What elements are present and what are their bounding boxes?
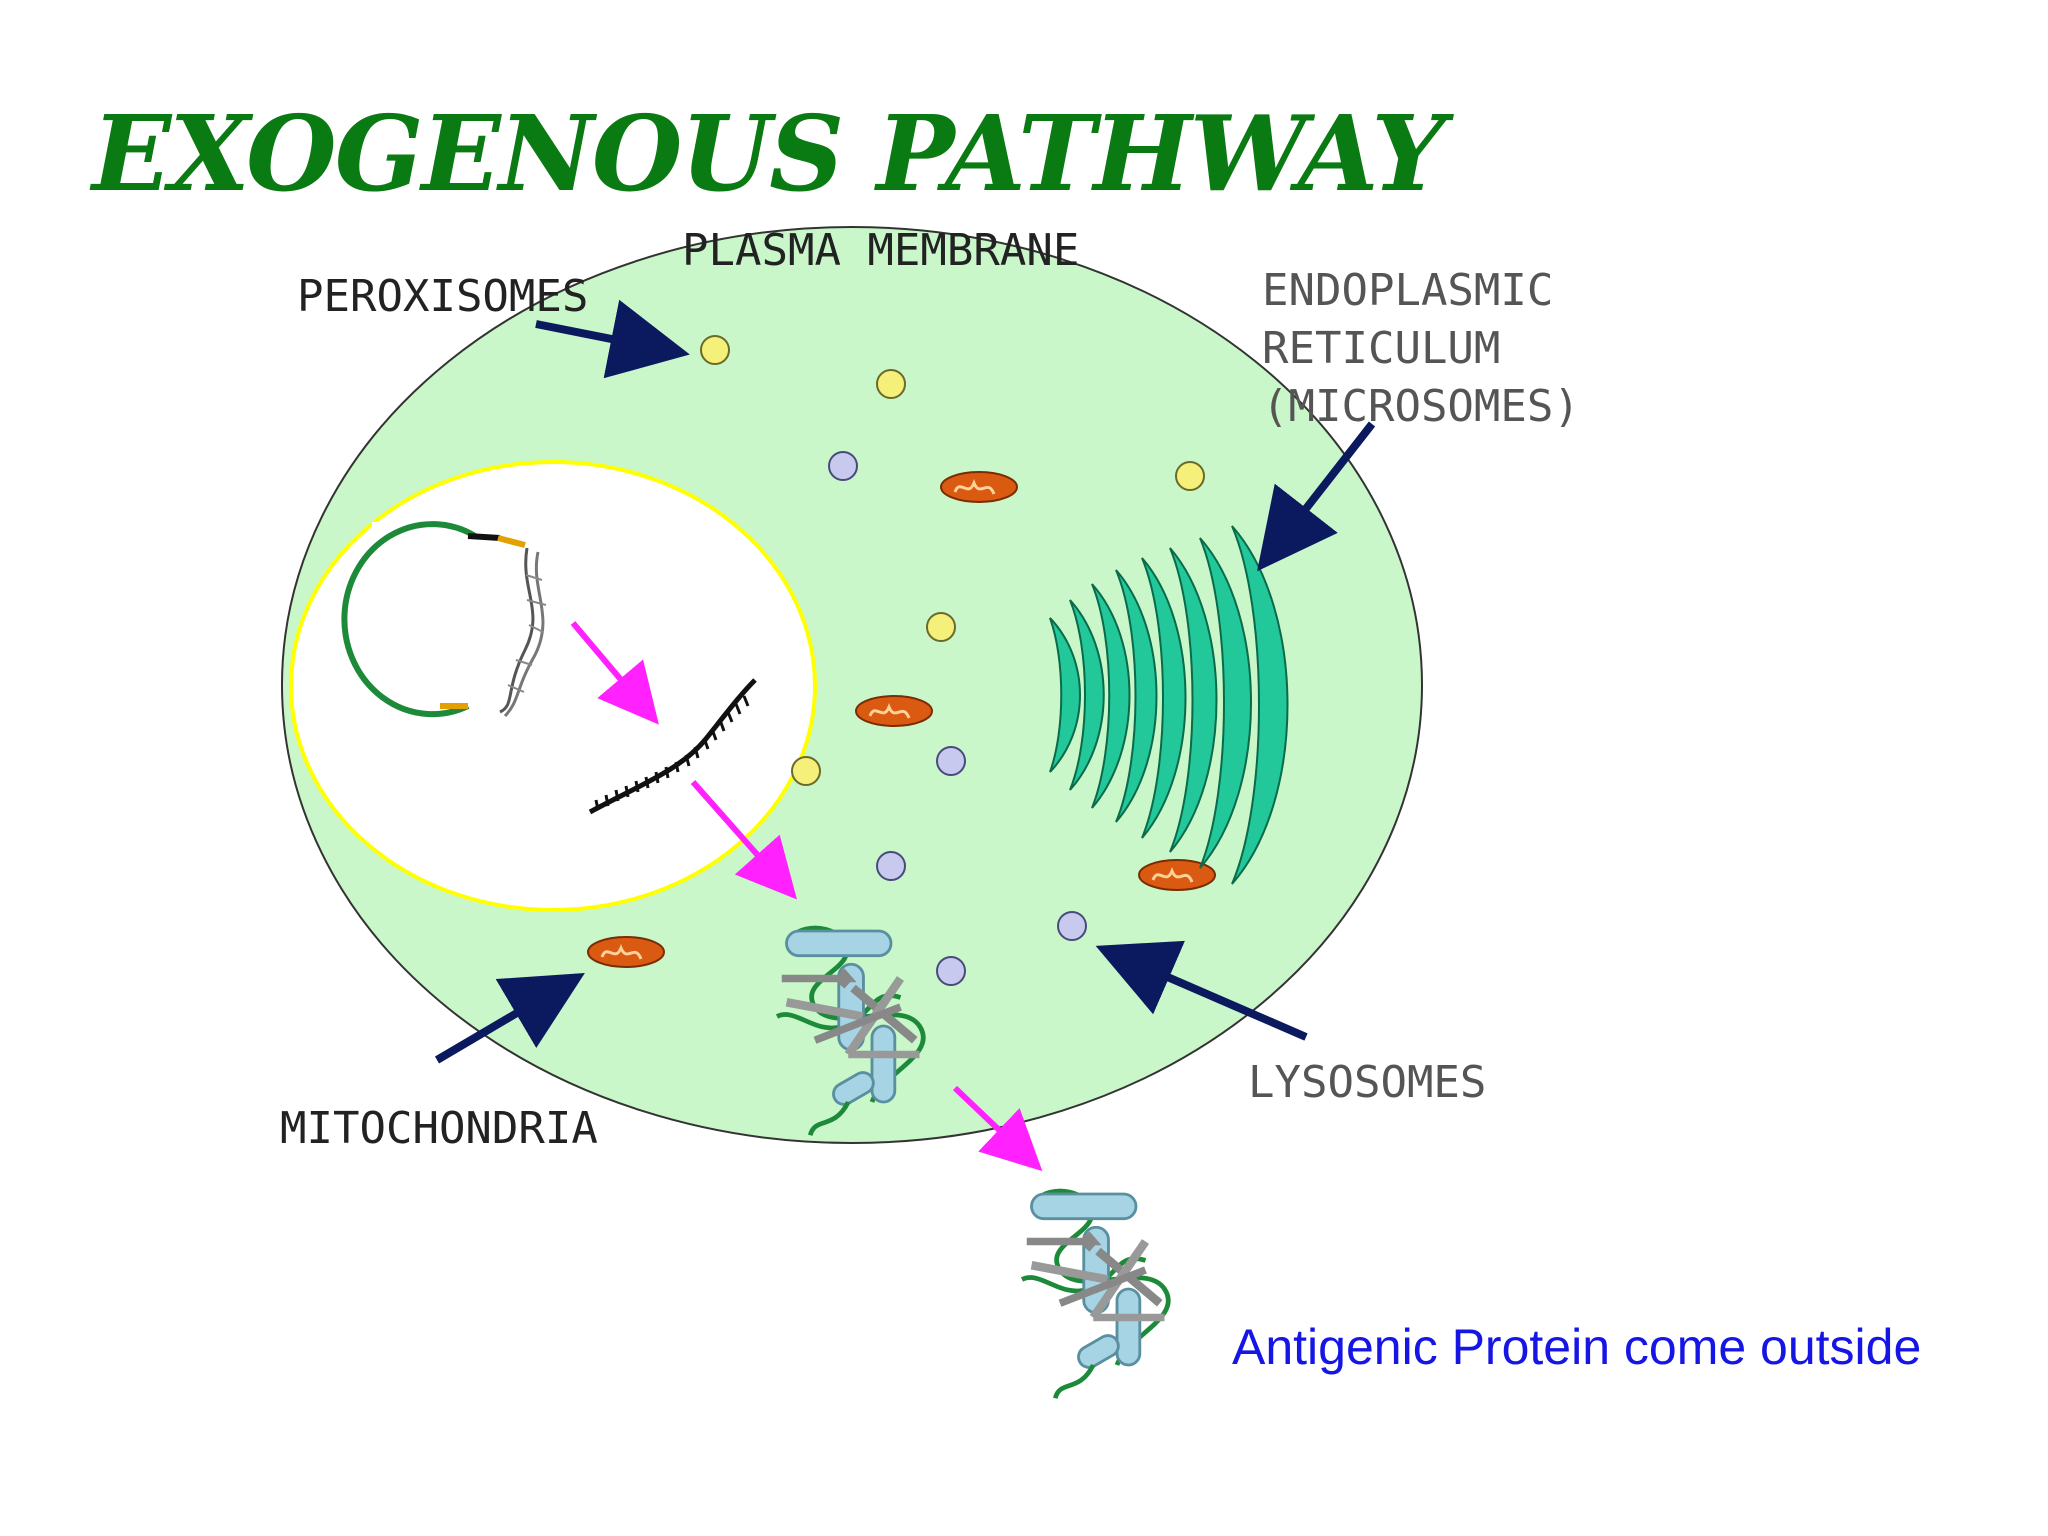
mitochondrion	[1138, 859, 1216, 891]
label-arrows	[434, 299, 1376, 1064]
peroxisome	[926, 612, 956, 642]
peroxisome	[876, 369, 906, 399]
mitochondria-label: MITOCHONDRIA	[280, 1103, 598, 1154]
mitochondria-group	[587, 471, 1216, 968]
er-arrow	[1257, 421, 1376, 572]
lysosomes-label: LYSOSOMES	[1248, 1057, 1487, 1108]
peroxisome-group	[700, 335, 1205, 786]
plasmid-dna-image	[341, 521, 560, 718]
transcription-arrow	[570, 621, 659, 725]
mitochondrion	[855, 695, 933, 727]
peroxisomes-arrow	[535, 299, 690, 379]
er-label-line3: (MICROSOMES)	[1262, 381, 1580, 432]
translation-arrow	[690, 780, 797, 900]
export-arrow	[952, 1085, 1043, 1172]
protein-outside-cell	[1022, 1191, 1168, 1398]
peroxisomes-label: PEROXISOMES	[297, 271, 589, 322]
peroxisome	[791, 756, 821, 786]
mrna-strand	[588, 678, 757, 815]
mitochondria-arrow	[434, 972, 585, 1064]
flow-arrows	[570, 621, 1043, 1172]
lysosome	[828, 451, 858, 481]
lysosome	[876, 851, 906, 881]
lysosome	[936, 746, 966, 776]
mitochondrion	[940, 471, 1018, 503]
peroxisome	[700, 335, 730, 365]
plasma-membrane	[281, 226, 1423, 1144]
lysosome	[1057, 911, 1087, 941]
er-label-line1: ENDOPLASMIC	[1262, 265, 1554, 316]
lysosomes-arrow	[1095, 940, 1308, 1041]
endoplasmic-reticulum	[1049, 525, 1289, 885]
mitochondrion	[587, 936, 665, 968]
lysosome	[936, 956, 966, 986]
er-label-line2: RETICULUM	[1262, 323, 1501, 374]
lysosome-group	[828, 451, 1087, 986]
page-title: EXOGENOUS PATHWAY	[92, 92, 1446, 215]
peroxisome	[1175, 461, 1205, 491]
protein-export-caption: Antigenic Protein come outside	[1232, 1319, 1922, 1375]
plasma-membrane-label: PLASMA MEMBRANE	[682, 225, 1080, 276]
